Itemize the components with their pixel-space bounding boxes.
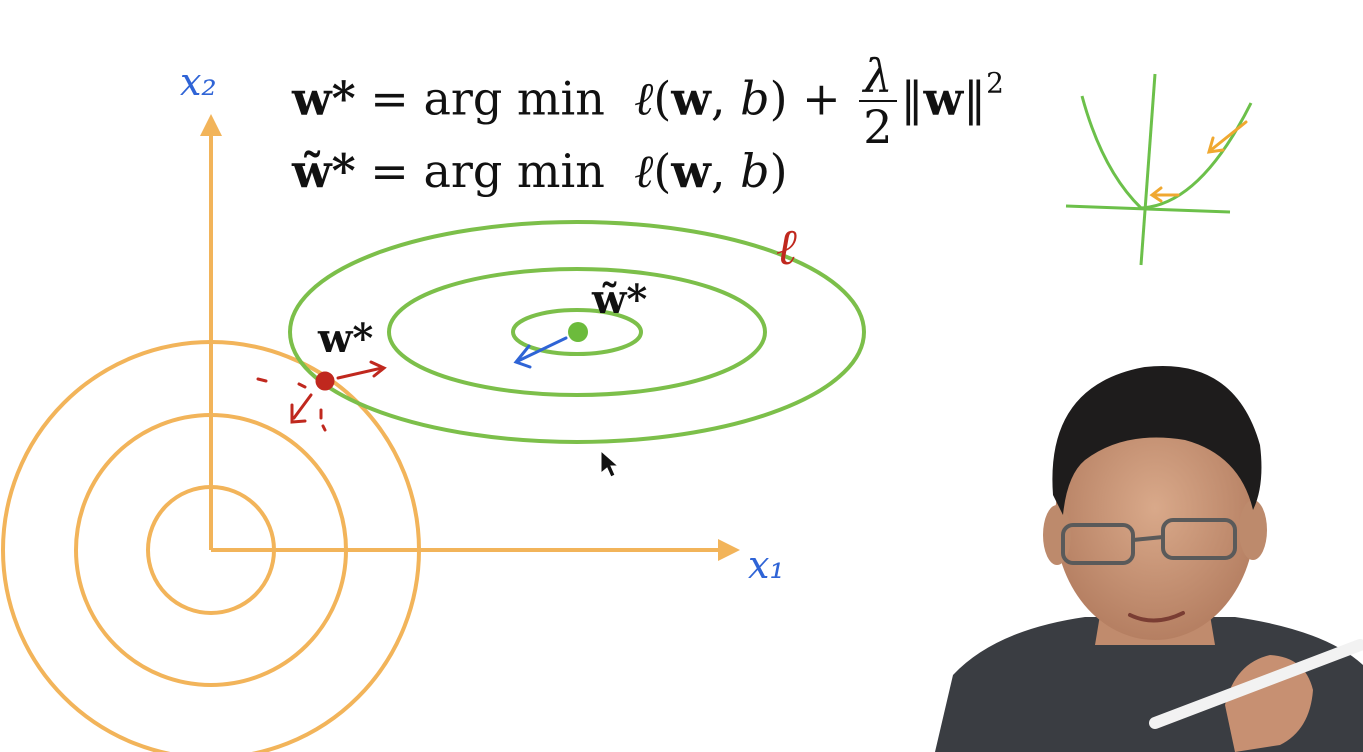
loss-contour-inner: [511, 308, 643, 356]
eq1-plus: +: [802, 71, 841, 126]
eq1-paren-open: (: [653, 71, 672, 126]
mouse-cursor-icon: [600, 449, 620, 478]
eq1-power: 2: [986, 66, 1004, 100]
x1-axis-arrowhead-icon: [718, 539, 740, 561]
loss-contour-outer: [288, 220, 866, 444]
eq1-norm-w: w: [923, 71, 964, 126]
eq1-paren-close: ): [769, 71, 788, 126]
eq2-loss-symbol: ℓ: [634, 144, 654, 198]
red-annotation-scribble: [256, 360, 387, 432]
eq2-loss-b: b: [740, 144, 770, 198]
eq1-comma: ,: [710, 71, 741, 126]
unregularized-objective-equation: w̃* = arg min ℓ(w, b): [292, 148, 788, 194]
inset-arrow-upper-icon: [1206, 120, 1248, 154]
x1-axis-label: x₁: [748, 543, 785, 587]
loss-contour-middle: [387, 267, 767, 397]
inset-y-axis: [1139, 73, 1157, 266]
presenter-face: [1055, 400, 1255, 640]
person-silhouette-icon: [935, 365, 1363, 752]
presenter-webcam: [935, 365, 1363, 752]
eq1-fraction: λ 2: [859, 52, 897, 155]
inset-arrow-lower-icon: [1149, 186, 1180, 203]
presenter-ear-left: [1043, 505, 1071, 565]
eq2-paren-open: (: [653, 144, 672, 198]
inset-parabola: [1080, 95, 1253, 210]
eq2-paren-close: ): [769, 144, 788, 198]
w-tilde-star-point: [568, 322, 588, 342]
presenter-glasses: [1061, 518, 1237, 565]
eq1-loss-w: w: [671, 71, 711, 126]
eq2-lhs: w̃*: [292, 144, 356, 198]
w-star-point: [315, 371, 335, 391]
eq1-equals: =: [370, 71, 409, 126]
regularized-objective-equation: w* = arg min ℓ(w, b) + λ 2 ‖w‖2: [292, 52, 1004, 153]
presenter-hair: [1052, 365, 1262, 515]
axes: [200, 114, 740, 561]
inset-plot: [1065, 73, 1253, 266]
inset-x-axis: [1065, 204, 1231, 214]
eq1-norm-open: ‖: [900, 71, 924, 126]
stylus-pen: [1149, 639, 1363, 729]
presenter-hand: [1225, 655, 1313, 752]
eq2-equals: =: [370, 144, 409, 198]
eq2-loss-w: w: [671, 144, 711, 198]
eq1-lhs: w*: [292, 71, 356, 126]
eq1-argmin: arg min: [423, 71, 605, 126]
eq1-fraction-denominator: 2: [863, 100, 893, 155]
eq1-fraction-numerator: λ: [859, 52, 897, 103]
w-tilde-star-label: w̃*: [591, 276, 647, 323]
eq1-norm-close: ‖: [963, 71, 987, 126]
presenter-ear-right: [1239, 500, 1267, 560]
blue-gradient-arrow-icon: [513, 336, 568, 369]
eq1-loss-b: b: [740, 71, 770, 126]
eq1-loss-symbol: ℓ: [634, 71, 654, 126]
eq2-comma: ,: [710, 144, 741, 198]
x2-axis-label: x₂: [180, 60, 217, 104]
loss-contours: [288, 220, 866, 444]
eq2-argmin: arg min: [423, 144, 605, 198]
x2-axis-arrowhead-icon: [200, 114, 222, 136]
presenter-mouth: [1128, 611, 1185, 623]
w-star-label: w*: [317, 315, 373, 362]
loss-label: ℓ: [776, 218, 797, 276]
